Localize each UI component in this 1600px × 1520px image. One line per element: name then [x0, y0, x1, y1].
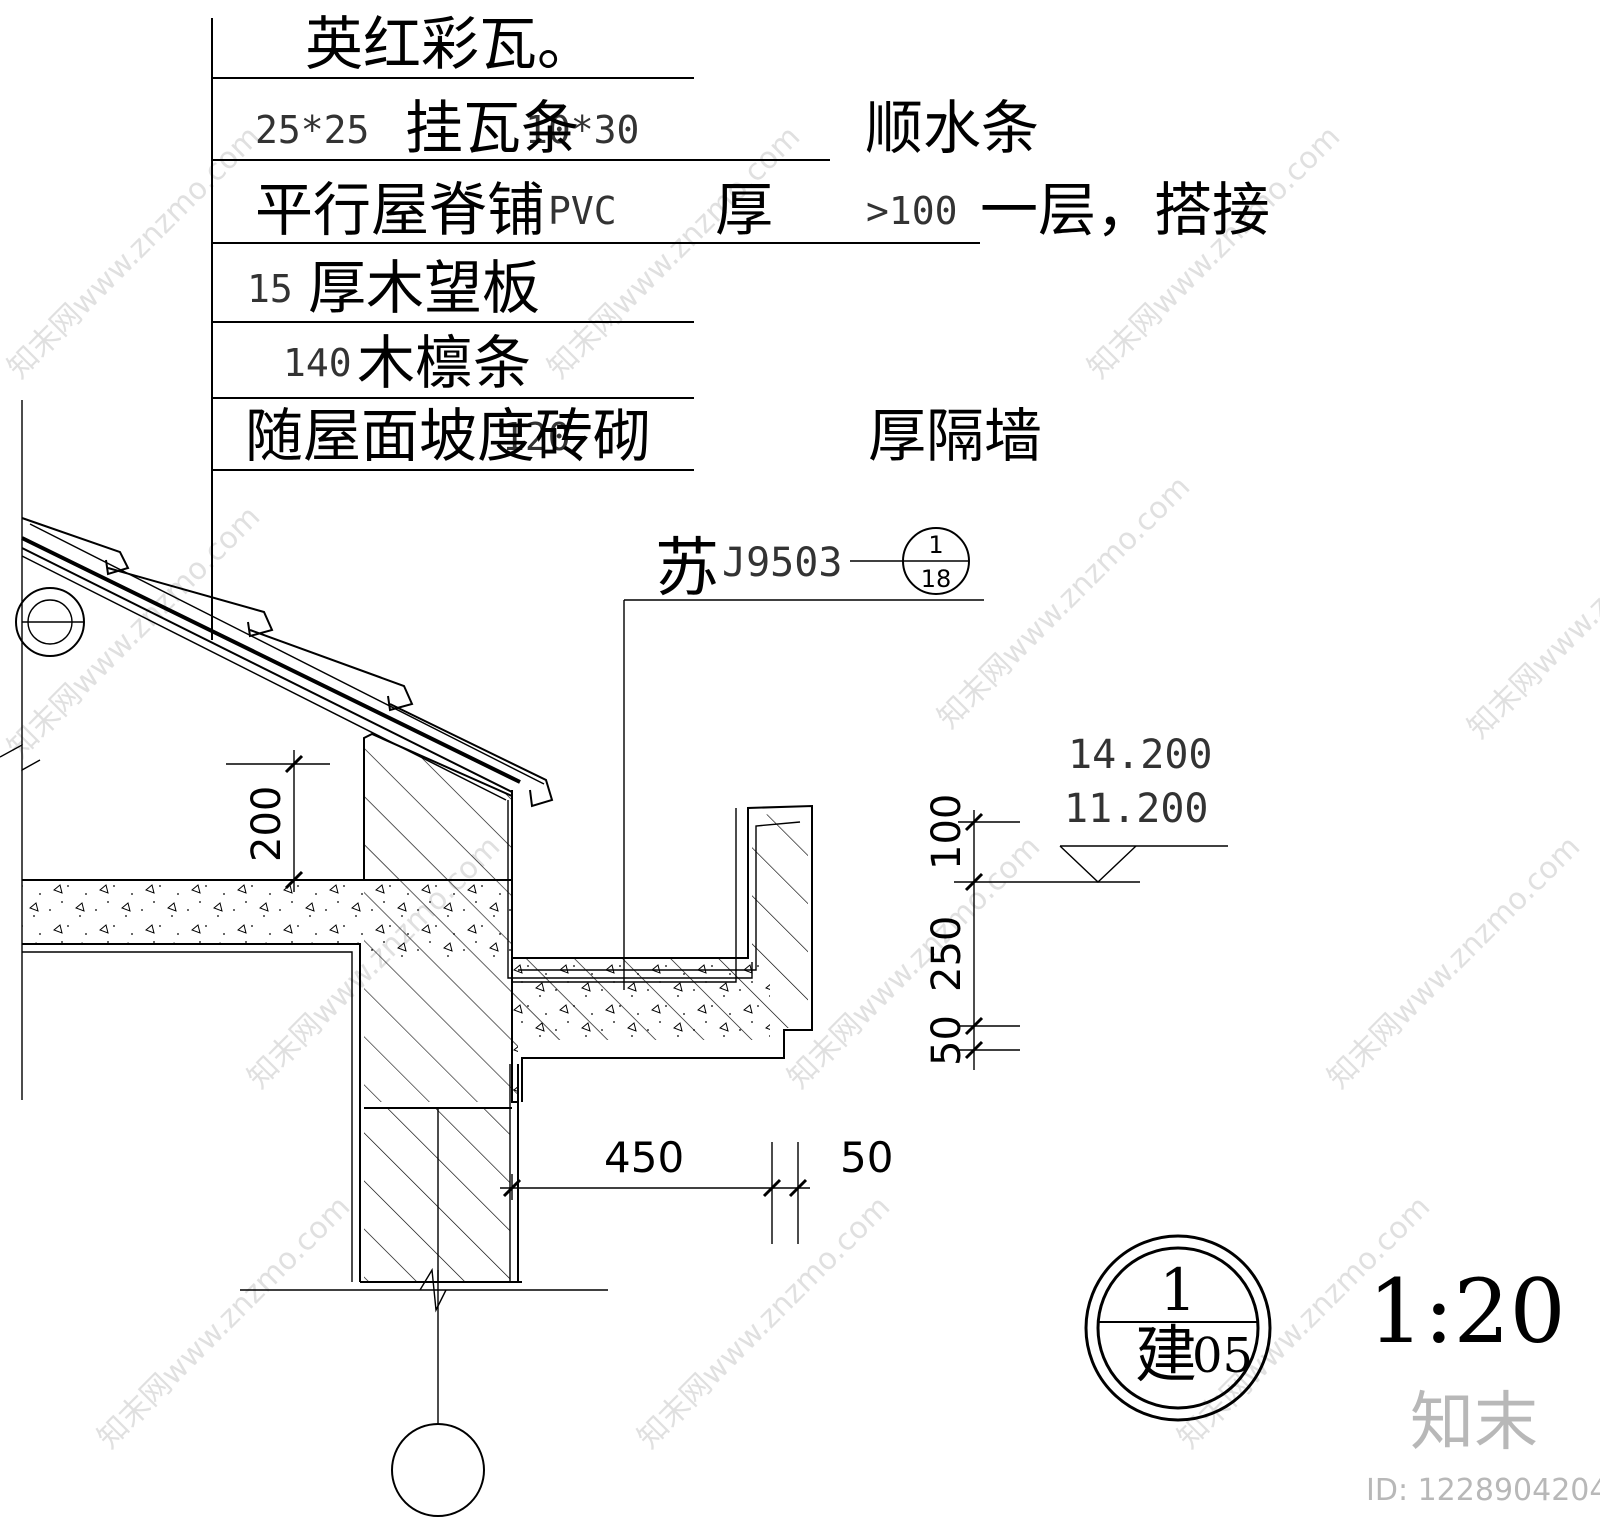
callout-wall-thickness: 120: [502, 415, 571, 459]
title-mark-sheet: 建: [1135, 1318, 1197, 1391]
callout-purlin: 木檩条: [357, 329, 531, 397]
callout-membrane: 平行屋脊铺: [255, 176, 545, 244]
grid-axis-bubble: [391, 1423, 485, 1517]
watermark-text: 知末网www.znzmo.com: [631, 1189, 897, 1455]
branding: 知末 ID: 1228904204: [1366, 1386, 1600, 1508]
dim-label-200: 200: [244, 786, 290, 862]
callout-wall: 随屋面坡度砖砌: [245, 402, 651, 470]
watermark-text: 知末网www.znzmo.com: [1321, 829, 1587, 1095]
dim-ridge-offset: 200: [226, 750, 330, 892]
gutter: [360, 790, 813, 1283]
callout-purlin-size: 140: [283, 341, 352, 385]
elevation-lower: 11.200: [1064, 786, 1209, 832]
callout-pvc: PVC: [548, 189, 617, 233]
callout-wall-type: 厚隔墙: [868, 402, 1042, 470]
dim-gutter-heights: 100 250 50: [924, 794, 1020, 1070]
callout-layer: 一层，搭接: [980, 176, 1270, 244]
callout-batten-size: 25*25: [255, 108, 369, 152]
title-mark-sheet-number: 05: [1192, 1328, 1253, 1384]
brand-logo: 知末: [1410, 1386, 1538, 1460]
watermark-text: 知末网www.znzmo.com: [1081, 119, 1347, 385]
elevation-marker: 14.200 11.200: [954, 732, 1228, 883]
vent-symbol: [15, 587, 85, 657]
elevation-upper: 14.200: [1068, 732, 1213, 778]
watermark-text: 知末网www.znzmo.com: [1, 499, 267, 765]
detail-reference: 苏 J9503 1 18: [623, 527, 984, 990]
callout-tile: 英红彩瓦。: [305, 10, 595, 78]
callout-counter-batten: 顺水条: [865, 94, 1039, 162]
watermark-text: 知末网www.znzmo.com: [781, 829, 1047, 1095]
dim-label-450: 450: [604, 1133, 684, 1182]
scale-label: 1:20: [1368, 1260, 1566, 1363]
dim-label-50-vertical: 50: [924, 1015, 970, 1066]
callout-batten: 挂瓦条: [405, 94, 579, 162]
bottom-axis: [240, 1267, 608, 1517]
callout-board-thickness: 15: [247, 267, 293, 311]
dim-label-100: 100: [924, 794, 970, 870]
callout-lap: >100: [866, 189, 958, 233]
brand-id: ID: 1228904204: [1366, 1473, 1600, 1508]
detail-ref-number: 1: [928, 531, 943, 559]
dim-gutter-widths: 450 50: [500, 1133, 893, 1244]
dim-label-50-horizontal: 50: [840, 1133, 893, 1182]
title-mark-number: 1: [1160, 1256, 1197, 1324]
watermark-text: 知末网www.znzmo.com: [1461, 479, 1600, 745]
detail-title-mark: 1 建 05 1:20: [1084, 1234, 1566, 1422]
watermark-text: 知末网www.znzmo.com: [91, 1189, 357, 1455]
callout-board: 厚木望板: [308, 254, 540, 322]
callout-underlines: [212, 77, 980, 471]
roof-slab: [22, 879, 770, 1282]
watermarks: 知末网www.znzmo.com 知末网www.znzmo.com 知末网www…: [1, 119, 1600, 1455]
detail-ref-code: J9503: [722, 540, 842, 586]
callout-thick: 厚: [715, 176, 773, 244]
detail-ref-prefix: 苏: [655, 532, 719, 606]
detail-ref-sheet: 18: [921, 565, 952, 593]
callout-counter-batten-size: 10*30: [525, 108, 639, 152]
watermark-text: 知末网www.znzmo.com: [931, 469, 1197, 735]
roof-slope: [21, 517, 554, 808]
material-callouts: 英红彩瓦。 25*25 10*30 挂瓦条 顺水条 PVC 平行屋脊铺 厚 >1…: [245, 10, 1270, 470]
dim-label-250: 250: [924, 916, 970, 992]
